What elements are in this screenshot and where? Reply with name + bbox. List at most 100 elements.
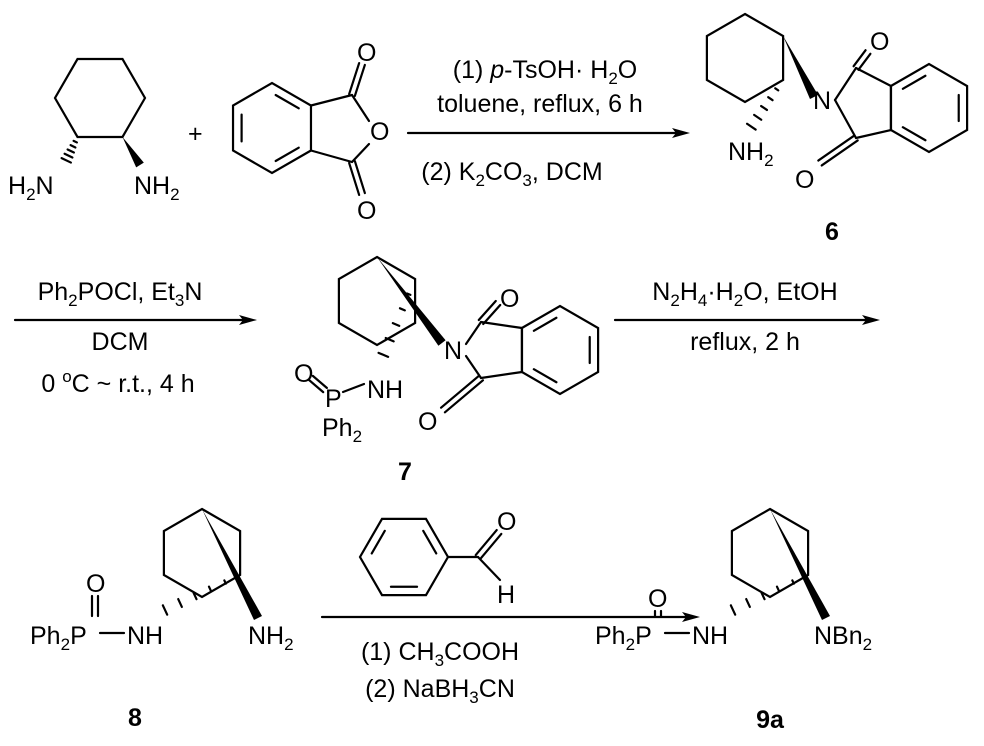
p-o-double-bond [308,379,325,394]
hashed-bond [767,96,774,102]
atom-label-o: O [357,197,376,225]
subscript: 2 [608,69,617,88]
step1-conditions-line3: (2) K2CO3, DCM [421,158,602,190]
atom-label-h: H [497,581,515,609]
atom-label-ph2: Ph2 [322,414,362,446]
subscript: 2 [626,635,635,654]
step2-conditions-line1: Ph2POCl, Et3N [38,278,203,310]
subscript: 2 [764,151,773,170]
label-part: -TsOH· H [504,56,608,84]
hashed-bond [72,139,79,144]
wedge-bond [377,257,446,346]
compound-number-8: 8 [128,704,142,732]
label-part: H [680,278,698,306]
label-part: , DCM [532,158,603,186]
subscript: 2 [475,171,484,190]
cyclohexane-ring [337,255,417,347]
subscript: 2 [863,635,872,654]
atom-label-o: O [294,360,313,388]
hashed-bond [760,591,766,601]
aromatic-double-bond [274,146,300,163]
hashed-bond [69,144,77,149]
bond [854,66,893,88]
subscript: 3 [469,688,478,707]
bond [464,320,483,346]
step4-conditions-line1: (1) CH3COOH [361,638,519,670]
hashed-bond [391,322,401,327]
wedge-bond [122,136,144,168]
subscript: 2 [170,185,179,204]
hashed-bond [177,597,183,609]
aromatic-double-bond [274,93,300,110]
hashed-bond [745,597,751,609]
atom-label-n: N [813,87,831,115]
atom-label-o: O [86,570,105,598]
label-part: CN [479,675,515,703]
label-part: H [8,172,26,200]
carbonyl-bond [353,160,366,195]
hashed-bond [161,604,169,616]
bond [341,382,366,394]
carbonyl-bond [348,161,361,196]
label-part: ·H [707,278,733,306]
compound-number-6: 6 [825,218,839,246]
label-part: NH [134,172,170,200]
subscript: 2 [68,291,77,310]
arrowhead-icon [672,128,690,138]
atom-label-nh: NH [367,376,403,404]
carbonyl-bond [353,63,366,98]
hashed-bond [775,585,781,593]
aromatic-double-bond [532,368,558,384]
benzene-ring [231,81,313,175]
label-part: CO [485,158,523,186]
arrowhead-icon [239,315,257,325]
step4-conditions-line2: (2) NaBH3CN [365,675,515,707]
atom-label-o: O [370,118,389,146]
wedge-bond [783,36,819,100]
label-part: NBn [814,622,863,650]
bond [833,66,858,102]
bond [479,320,524,330]
atom-label-o: O [357,39,376,67]
atom-label-h2n: H2N [8,172,54,204]
bonds-layer [13,12,969,635]
atom-label-o: O [870,28,889,56]
aromatic-double-bond [422,529,438,555]
atom-label-o: O [497,508,516,536]
label-part: POCl, Et [78,278,175,306]
hashed-bond [398,307,406,312]
bond [833,98,858,140]
cyclohexane-ring [53,57,147,139]
step1-conditions-line1: (1) p-TsOH· H2O [453,56,637,88]
label-part: Ph [595,622,626,650]
atom-label-nh2: NH2 [248,622,294,654]
step1-conditions-line2: toluene, reflux, 6 h [437,90,643,118]
label-part: Ph [30,622,61,650]
label-part: COOH [444,638,519,666]
hashed-bond [377,351,390,358]
subscript: 2 [734,291,743,310]
step3-conditions-line1: N2H4·H2O, EtOH [652,278,837,310]
subscript: 2 [61,635,70,654]
benzene-ring [889,62,969,154]
atom-label-o: O [418,408,437,436]
label-part: (1) CH [361,638,435,666]
p-o-double-bond [311,374,328,389]
subscript: 2 [26,185,35,204]
benzene-ring [358,517,450,597]
carbonyl-bond [348,61,361,96]
cyclohexane-ring [730,507,810,599]
atom-label-ph2p: Ph2P [30,622,87,654]
arrowhead-icon [862,315,880,325]
carbonyl-bond [817,134,856,162]
atom-label-nbn2: NBn2 [814,622,872,654]
label-part: N [652,278,670,306]
atom-label-o: O [500,285,519,313]
atom-label-nh2: NH2 [728,138,774,170]
plus-sign: + [188,120,203,148]
subscript: 2 [353,427,362,446]
aromatic-double-bond [901,74,927,90]
carbonyl-bond [443,379,485,414]
hashed-bond [760,104,769,112]
atom-label-n: N [444,337,462,365]
